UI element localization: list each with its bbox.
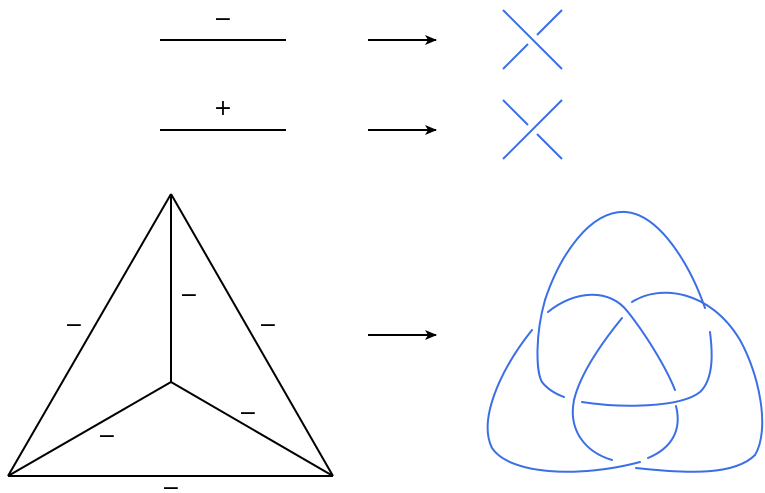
knot-strand	[571, 317, 623, 461]
graph-edge-right	[170, 193, 334, 477]
knot-strand	[631, 291, 764, 473]
rule-negative-sign: −	[214, 7, 232, 32]
rule-positive: +	[160, 96, 563, 160]
edge-sign-inner-top: −	[180, 283, 198, 308]
knot-strand	[647, 405, 679, 459]
graph-edge-left	[7, 193, 172, 477]
knot-strand	[581, 331, 713, 407]
rule-positive-sign: +	[214, 96, 232, 121]
graph-edge-inner-left	[7, 381, 172, 477]
rule-negative: −	[160, 7, 563, 70]
edge-sign-inner-left: −	[98, 424, 116, 449]
knot-diagram	[486, 210, 764, 473]
knot-strand	[486, 329, 641, 473]
crossing-icon	[502, 9, 563, 70]
knot-strand	[536, 299, 565, 398]
graph-edge-inner-right	[170, 381, 334, 477]
crossing-icon	[502, 99, 563, 160]
knot-strand	[547, 293, 676, 391]
knot-strand	[544, 210, 706, 309]
edge-sign-left: −	[65, 313, 83, 338]
edge-sign-right: −	[259, 313, 277, 338]
signed-graph: − − − − − −	[7, 193, 334, 493]
edge-sign-bottom: −	[162, 476, 180, 493]
edge-sign-inner-right: −	[239, 401, 257, 426]
